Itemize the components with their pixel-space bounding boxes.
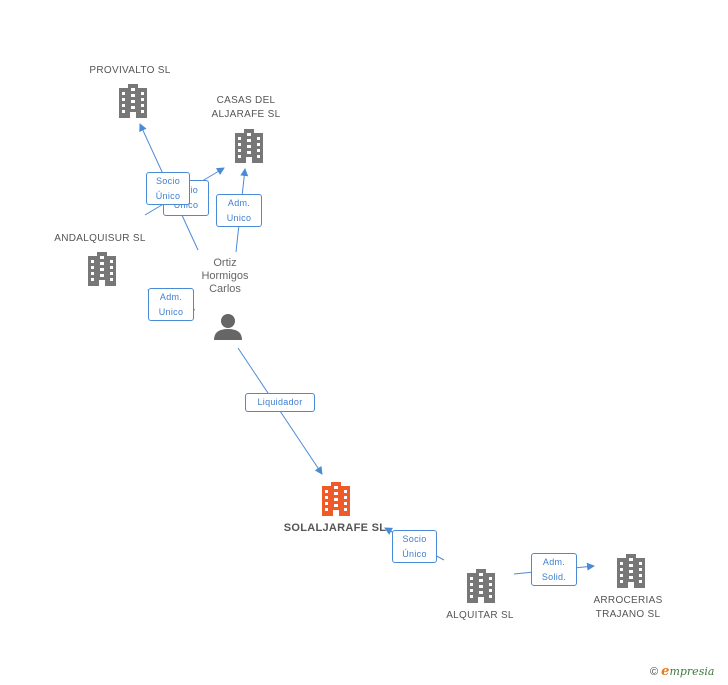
node-label-person: Ortiz Hormigos Carlos: [201, 257, 249, 295]
edge-label-adm-solid: Adm. Solid.: [531, 553, 577, 586]
footer-brand: © empresia: [650, 664, 714, 679]
building-icon-alquitar[interactable]: [467, 569, 495, 603]
node-label-solaljarafe: SOLALJARAFE SL: [283, 522, 387, 534]
building-icon-arrocerias[interactable]: [617, 554, 645, 588]
node-label-casas: CASAS DEL ALJARAFE SL: [211, 95, 281, 120]
edge-label-liquidador: Liquidador: [245, 393, 315, 412]
building-icon-andalquisur[interactable]: [88, 252, 116, 286]
brand-logo: empresia: [661, 664, 715, 679]
copyright-symbol: ©: [650, 666, 659, 678]
node-label-arrocerias: ARROCERIAS TRAJANO SL: [593, 595, 663, 620]
node-label-andalquisur: ANDALQUISUR SL: [54, 233, 146, 244]
edge-label-adm-unico-casas: Adm. Unico: [216, 194, 262, 227]
edge-label-adm-unico-andalquisur: Adm. Unico: [148, 288, 194, 321]
node-label-provivalto: PROVIVALTO SL: [89, 65, 171, 76]
node-label-alquitar: ALQUITAR SL: [446, 610, 514, 621]
building-icon-solaljarafe[interactable]: [322, 482, 350, 516]
person-icon[interactable]: [214, 314, 242, 340]
building-icon-provivalto[interactable]: [119, 84, 147, 118]
building-icon-casas[interactable]: [235, 129, 263, 163]
edge-label-socio-unico-alquitar: Socio Único: [392, 530, 437, 563]
edge-label-socio-unico-provivalto: Socio Único: [146, 172, 190, 205]
